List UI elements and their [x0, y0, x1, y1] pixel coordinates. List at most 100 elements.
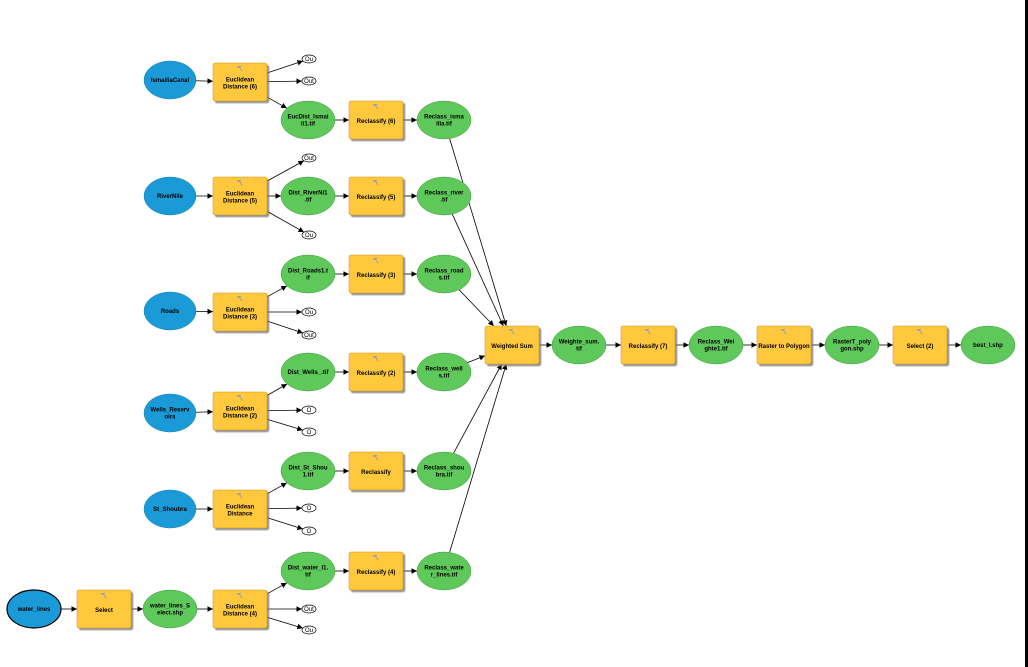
output-node-distWater[interactable]: Dist_water_l1.tif [280, 551, 336, 591]
tool-node-rc6[interactable]: Reclassify (6) [348, 100, 404, 140]
output-node-o6b[interactable]: Out [301, 76, 317, 86]
tool-box [212, 176, 268, 216]
output-node-best[interactable]: best_l.shp [960, 325, 1016, 365]
data-ellipse [280, 254, 336, 294]
output-node-o3b[interactable]: Out [301, 330, 317, 340]
tool-box [76, 589, 132, 629]
node-label: Dist_RiverNi1 [288, 191, 328, 197]
connector-ed-to-distShou [266, 482, 288, 495]
output-node-o5b[interactable]: Ou [301, 230, 317, 240]
hammer-icon [373, 455, 379, 461]
connectors [61, 60, 961, 630]
input-node-roads[interactable]: Roads [143, 291, 197, 331]
tool-node-rc7[interactable]: Reclassify (7) [620, 325, 676, 365]
tool-node-rc1[interactable]: Reclassify [348, 451, 404, 491]
node-label: Reclassify (2) [357, 371, 396, 377]
data-ellipse [551, 325, 607, 365]
node-label: Euclidean [226, 407, 255, 413]
output-node-o3a[interactable]: Ou [301, 307, 317, 317]
small-output-ellipse [301, 604, 317, 614]
node-label: IsmailiaCanal [151, 78, 190, 84]
hammer-icon [373, 356, 379, 362]
node-label: Distance (2) [223, 414, 257, 420]
tool-box [348, 451, 404, 491]
tool-node-rc2[interactable]: Reclassify (2) [348, 352, 404, 392]
node-label: O [307, 529, 312, 535]
output-node-distRoads[interactable]: Dist_Roads1.tif [280, 254, 336, 294]
output-node-o4b[interactable]: Ou [301, 625, 317, 635]
data-ellipse [280, 100, 336, 140]
data-ellipse [143, 393, 197, 433]
node-label: Select (2) [907, 344, 934, 350]
tool-node-rc4[interactable]: Reclassify (4) [348, 551, 404, 591]
input-node-ismailia[interactable]: IsmailiaCanal [143, 60, 197, 100]
output-node-o1b[interactable]: O [301, 526, 317, 536]
tool-node-rc5[interactable]: Reclassify (5) [348, 176, 404, 216]
hammer-icon [237, 593, 243, 599]
output-node-distWells[interactable]: Dist_Wells_.tif [280, 352, 336, 392]
tool-node-rc3[interactable]: Reclassify (3) [348, 254, 404, 294]
node-label: Reclassify (3) [357, 273, 396, 279]
tool-node-select1[interactable]: Select [76, 589, 132, 629]
input-node-shoubra[interactable]: St_Shoubra [143, 489, 197, 529]
output-node-o2b[interactable]: O [301, 427, 317, 437]
data-ellipse [688, 325, 744, 365]
tool-node-select2[interactable]: Select (2) [892, 325, 948, 365]
node-label: Reclassify (7) [629, 344, 668, 350]
data-ellipse [6, 589, 62, 629]
connector-ed2-to-distWells [266, 383, 288, 396]
node-label: Reclassify (4) [357, 570, 396, 576]
connector-ed4-to-distWater [266, 582, 288, 595]
tool-node-r2p[interactable]: Raster to Polygon [756, 325, 812, 365]
data-ellipse [142, 589, 198, 629]
data-ellipse [416, 551, 472, 591]
small-output-ellipse [301, 230, 317, 240]
node-label: Reclass_road [424, 269, 463, 275]
output-node-o5a[interactable]: Out [301, 153, 317, 163]
connector-ed-to-o1b [266, 517, 304, 531]
output-node-rcRiver[interactable]: Reclass_river.tif [416, 176, 472, 216]
small-output-ellipse [301, 153, 317, 163]
hammer-icon [237, 180, 243, 186]
connector-ed3-to-distRoads [266, 285, 288, 298]
small-output-ellipse [301, 427, 317, 437]
output-node-o6a[interactable]: Ou [301, 54, 317, 64]
output-node-rcWater[interactable]: Reclass_water_lines.tif [416, 551, 472, 591]
hammer-icon [237, 493, 243, 499]
tool-box [212, 489, 268, 529]
hammer-icon [509, 329, 515, 335]
output-node-o1a[interactable]: O [301, 503, 317, 513]
node-label: Reclass_shou [424, 466, 465, 472]
output-node-wsumOut[interactable]: Weighte_sum.tif [551, 325, 607, 365]
tool-node-wsum[interactable]: Weighted Sum [484, 325, 540, 365]
node-label: Reclass_Wei [698, 340, 735, 346]
output-node-o2a[interactable]: O [301, 405, 317, 415]
hammer-icon [373, 258, 379, 264]
data-ellipse [280, 352, 336, 392]
output-node-waterSelect[interactable]: water_lines_Select.shp [142, 589, 198, 629]
node-label: ghte1.tif [704, 347, 728, 353]
output-node-o4a[interactable]: Out [301, 604, 317, 614]
input-node-waterLines[interactable]: water_lines [6, 589, 62, 629]
node-label: Reclass_wate [424, 566, 464, 572]
tool-box [212, 391, 268, 431]
input-node-riverNile[interactable]: RiverNile [143, 176, 197, 216]
node-label: r_lines.tif [431, 573, 459, 579]
output-node-distRiver[interactable]: Dist_RiverNi1.tif [280, 176, 336, 216]
tool-box [756, 325, 812, 365]
